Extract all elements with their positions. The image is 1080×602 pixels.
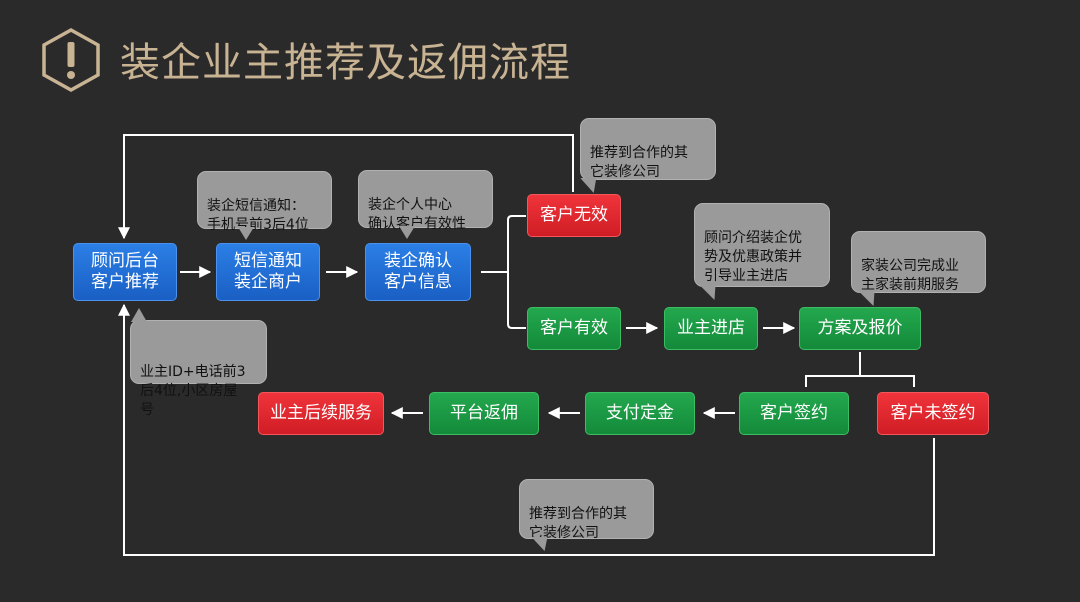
node-owner-visit: 业主进店 xyxy=(664,307,758,350)
note-text: 顾问介绍装企优 势及优惠政策并 引导业主进店 xyxy=(704,230,802,284)
node-firm-confirm: 装企确认客户信息 xyxy=(365,243,471,301)
node-commission: 平台返佣 xyxy=(429,392,539,435)
node-after-service: 业主后续服务 xyxy=(258,392,384,435)
exclamation-hexagon-icon xyxy=(42,27,100,93)
note-recommend-bottom: 推荐到合作的其 它装修公司 xyxy=(519,479,654,551)
node-advisor-backend: 顾问后台客户推荐 xyxy=(73,243,177,301)
note-advisor-intro: 顾问介绍装企优 势及优惠政策并 引导业主进店 xyxy=(694,203,830,300)
note-text: 业主ID+电话前3 后4位,小区房屋 号 xyxy=(140,364,246,418)
note-tail xyxy=(238,227,254,240)
node-not-signed: 客户未签约 xyxy=(877,392,989,435)
note-text: 装企个人中心 确认客户有效性 xyxy=(368,197,466,232)
node-sms-notice: 短信通知装企商户 xyxy=(216,243,320,301)
node-plan-quote: 方案及报价 xyxy=(799,307,921,350)
node-deposit: 支付定金 xyxy=(585,392,695,435)
note-personal-center: 装企个人中心 确认客户有效性 xyxy=(358,170,493,239)
note-sms-content: 装企短信通知： 手机号前3后4位 xyxy=(197,171,332,240)
note-text: 推荐到合作的其 它装修公司 xyxy=(529,506,627,541)
note-owner-info: 业主ID+电话前3 后4位,小区房屋 号 xyxy=(130,308,267,418)
note-tail xyxy=(131,308,147,322)
note-recommend-top: 推荐到合作的其 它装修公司 xyxy=(580,118,716,193)
note-text: 家装公司完成业 主家装前期服务 xyxy=(861,258,959,293)
note-text: 推荐到合作的其 它装修公司 xyxy=(590,145,688,180)
node-customer-valid: 客户有效 xyxy=(527,307,621,350)
node-signed: 客户签约 xyxy=(739,392,849,435)
note-text: 装企短信通知： 手机号前3后4位 xyxy=(207,198,309,233)
note-early-service: 家装公司完成业 主家装前期服务 xyxy=(851,231,986,306)
page-title: 装企业主推荐及返佣流程 xyxy=(120,40,571,86)
note-tail xyxy=(399,226,415,239)
node-customer-invalid: 客户无效 xyxy=(527,194,621,237)
